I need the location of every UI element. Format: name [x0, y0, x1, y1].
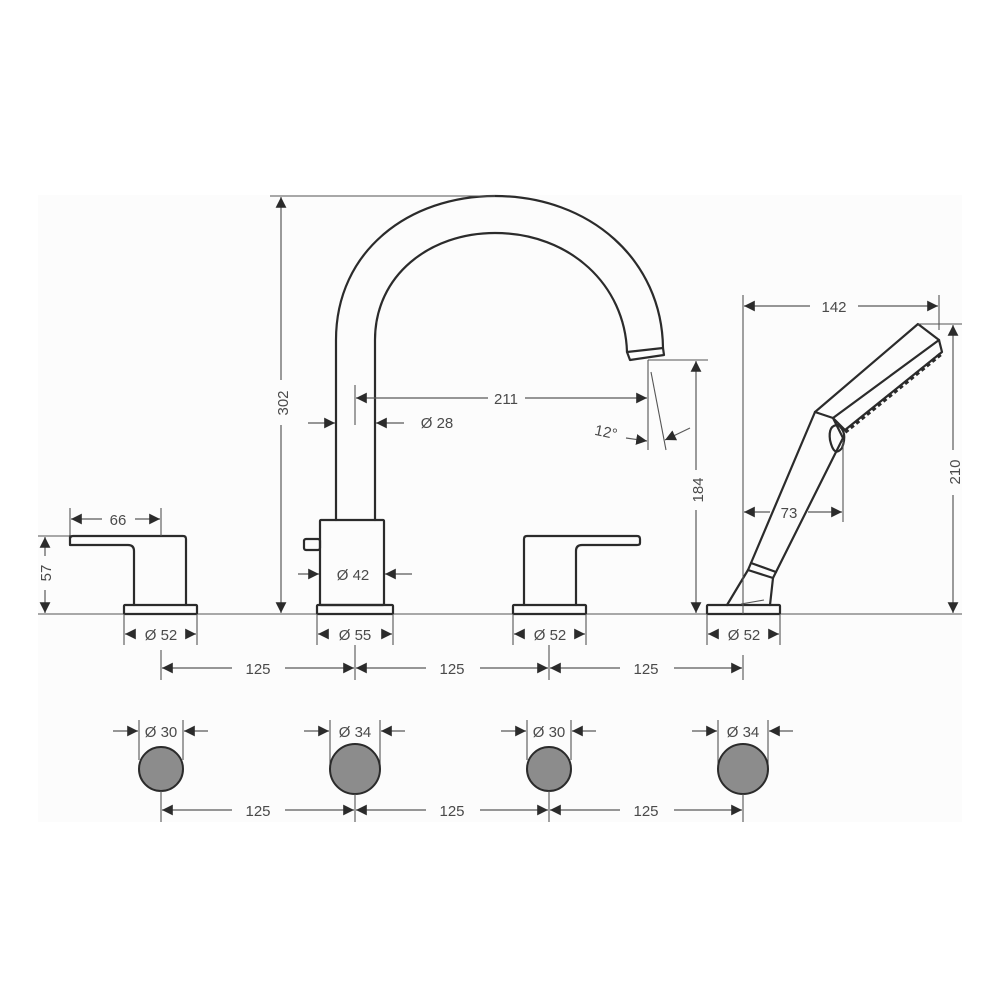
label-hole-2: Ø 34 [339, 724, 372, 741]
dim-left-handle-base: Ø 52 [123, 614, 198, 645]
label-302: 302 [275, 390, 292, 415]
dim-spacing-top: 125 125 125 [160, 645, 744, 680]
dim-outlet-height: 184 [648, 359, 708, 613]
label-57: 57 [38, 565, 55, 582]
hole-4: Ø 34 [692, 720, 793, 795]
dim-shower-handle-offset: 73 [744, 440, 844, 522]
label-body-dia: Ø 42 [337, 567, 370, 584]
label-right-base-dia: Ø 52 [534, 627, 567, 644]
dim-shower-height: 210 [918, 323, 964, 613]
label-left-base-dia: Ø 52 [145, 627, 178, 644]
hole-2: Ø 34 [304, 720, 405, 795]
label-142: 142 [821, 299, 846, 316]
dim-left-handle-height: 57 [38, 535, 70, 613]
dim-left-handle-width: 66 [69, 508, 162, 536]
label-hole-4: Ø 34 [727, 724, 760, 741]
label-hole-3: Ø 30 [533, 724, 566, 741]
label-spout-base-dia: Ø 55 [339, 627, 372, 644]
dim-spout-angle: 12° [593, 371, 691, 451]
label-spacing-top-2: 125 [439, 661, 464, 678]
label-pipe-dia: Ø 28 [421, 415, 454, 432]
dim-spout-base: Ø 55 [316, 614, 394, 645]
dim-spout-reach: 211 [354, 360, 649, 450]
left-handle [68, 534, 199, 616]
dim-shower-base: Ø 52 [706, 614, 781, 645]
label-66: 66 [110, 512, 127, 529]
label-12deg: 12° [593, 422, 619, 443]
label-184: 184 [690, 477, 707, 502]
label-spacing-top-1: 125 [245, 661, 270, 678]
label-spacing-bottom-2: 125 [439, 803, 464, 820]
label-210: 210 [947, 459, 964, 484]
label-shower-base-dia: Ø 52 [728, 627, 761, 644]
right-handle [511, 534, 642, 616]
dim-spout-height: 302 [270, 195, 495, 613]
dim-spacing-bottom: 125 125 125 [160, 791, 744, 822]
label-hole-1: Ø 30 [145, 724, 178, 741]
label-spacing-bottom-1: 125 [245, 803, 270, 820]
dim-shower-width: 142 [742, 295, 940, 614]
dim-right-handle-base: Ø 52 [512, 614, 587, 645]
label-spacing-bottom-3: 125 [633, 803, 658, 820]
label-spacing-top-3: 125 [633, 661, 658, 678]
label-73: 73 [781, 505, 798, 522]
dim-spout-body: Ø 42 [298, 567, 412, 584]
label-211: 211 [494, 391, 518, 408]
dim-spout-pipe: Ø 28 [308, 415, 453, 432]
